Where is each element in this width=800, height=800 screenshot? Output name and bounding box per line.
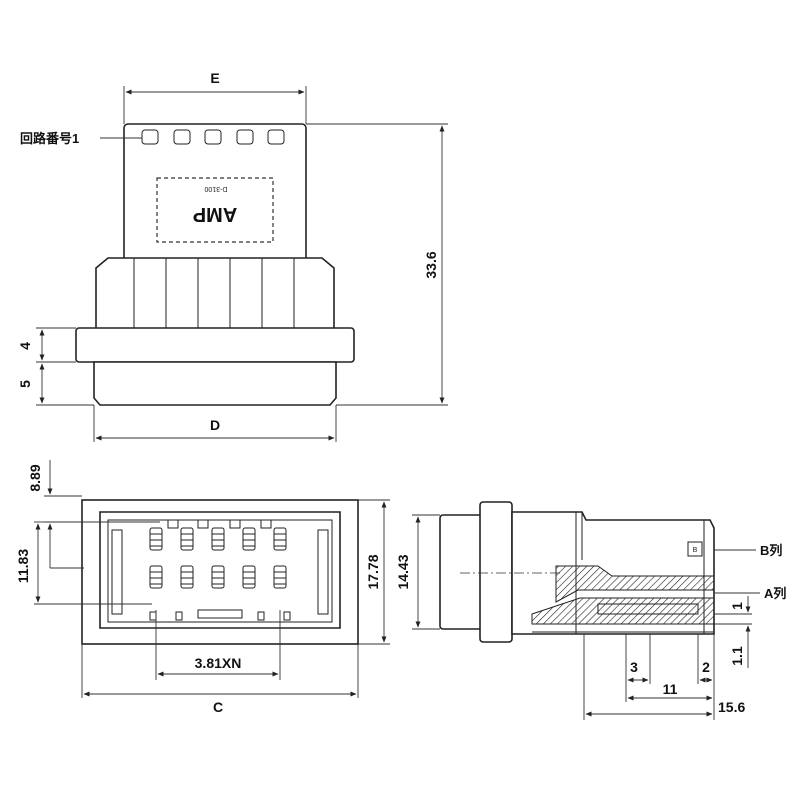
amp-logo: AMP	[193, 203, 237, 225]
dim-15-6-label: 15.6	[718, 699, 745, 715]
left-latch	[111, 529, 123, 615]
top-notches	[167, 519, 272, 529]
circuit-number-label: 回路番号1	[20, 131, 79, 146]
front-view: 8.89 11.83 17.78 3.81XN C	[15, 460, 390, 715]
dim-11-83-label: 11.83	[15, 549, 31, 583]
b-marker: B	[693, 547, 698, 554]
dim-1-label: 1	[729, 602, 745, 610]
terminal-row-a	[149, 565, 287, 589]
b-row-label: B列	[760, 543, 782, 558]
cavity-row	[141, 129, 285, 145]
side-flange	[479, 501, 513, 643]
terminal	[211, 565, 225, 589]
terminal	[149, 565, 163, 589]
terminal	[273, 527, 287, 551]
right-latch	[317, 529, 329, 615]
upper-housing	[123, 123, 307, 265]
a-row-contact	[597, 603, 699, 615]
dim-11-label: 11	[663, 681, 678, 697]
b-row-section	[555, 565, 715, 603]
terminal	[211, 527, 225, 551]
terminal	[242, 565, 256, 589]
terminal	[242, 527, 256, 551]
dim-33-6-label: 33.6	[423, 251, 439, 278]
bottom-section	[93, 361, 337, 406]
terminal	[180, 565, 194, 589]
flange	[75, 327, 355, 363]
dim-c-label: C	[213, 699, 223, 715]
dim-14-43-label: 14.43	[395, 554, 411, 589]
marking-area	[156, 177, 274, 243]
dim-5-label: 5	[17, 380, 33, 388]
terminal-row-b	[149, 527, 287, 551]
terminal	[180, 527, 194, 551]
side-view: B B列 A列 14.43 1 1.1 3 2 11	[395, 501, 786, 720]
dim-2-label: 2	[702, 659, 710, 675]
dim-1-1-label: 1.1	[729, 646, 745, 666]
side-plug-body	[439, 514, 483, 630]
dim-3-label: 3	[630, 659, 638, 675]
dim-4-label: 4	[17, 342, 33, 350]
front-inner-frame	[99, 511, 341, 629]
b-marker-box	[687, 541, 703, 557]
a-row-label: A列	[764, 586, 786, 601]
terminal	[273, 565, 287, 589]
housing-ribs	[133, 258, 295, 330]
dim-d-label: D	[210, 417, 220, 433]
dim-8-89-label: 8.89	[27, 464, 43, 491]
dim-17-78-label: 17.78	[365, 554, 381, 589]
dim-e-label: E	[210, 70, 219, 86]
lower-housing	[95, 257, 335, 331]
terminal	[149, 527, 163, 551]
front-cavity	[107, 519, 333, 623]
top-view: D-3100 AMP E D 33.6	[17, 70, 448, 442]
dim-pitch-label: 3.81XN	[195, 655, 242, 671]
part-code: D-3100	[204, 185, 227, 192]
